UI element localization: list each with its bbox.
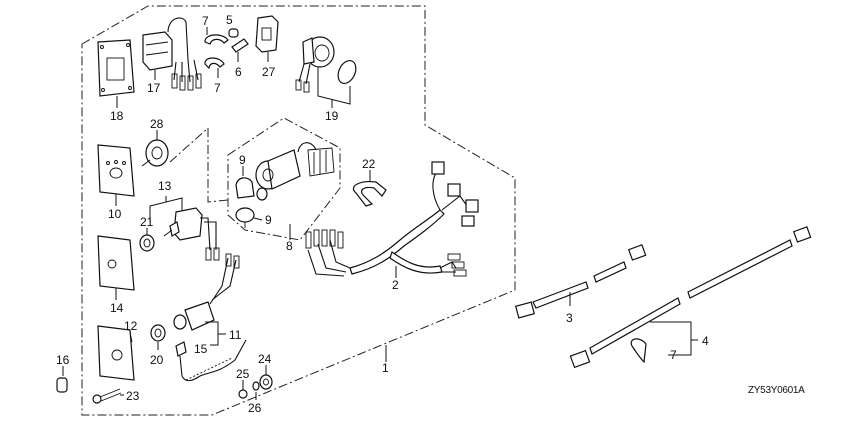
- reference-code: ZY53Y0601A: [748, 385, 805, 396]
- callout-17: 17: [147, 81, 161, 95]
- stop-switch-11: [173, 253, 240, 331]
- key-9-lower: [235, 207, 255, 228]
- ignition-switch-8: [255, 142, 335, 190]
- extension-cable-3: [514, 244, 647, 319]
- callout-10: 10: [108, 207, 122, 221]
- callout-16: 16: [56, 353, 70, 367]
- callout-9-upper: 9: [239, 153, 246, 167]
- nut-25: [238, 389, 248, 399]
- callout-11: 11: [229, 328, 242, 342]
- callout-5: 5: [226, 13, 233, 27]
- clamp-22: [352, 181, 387, 207]
- panel-plate-10: [97, 144, 135, 197]
- nut-20: [150, 324, 166, 342]
- callout-6: 6: [235, 65, 242, 79]
- callout-1: 1: [382, 361, 389, 375]
- callout-7-lower: 7: [214, 81, 221, 95]
- callout-24: 24: [258, 352, 272, 366]
- callout-20: 20: [150, 353, 164, 367]
- callout-18: 18: [110, 109, 124, 123]
- callout-27: 27: [262, 65, 276, 79]
- callout-7-cable: 7: [670, 348, 677, 362]
- screw-23: [92, 388, 122, 404]
- panel-plate-18: [97, 39, 135, 97]
- callout-7-upper: 7: [202, 14, 209, 28]
- clip-7-lower: [204, 57, 225, 70]
- callout-3: 3: [566, 311, 573, 325]
- callout-13: 13: [158, 179, 172, 193]
- washer-24: [259, 374, 273, 390]
- callout-12: 12: [124, 319, 138, 333]
- grommet-28: [145, 139, 169, 167]
- callout-19: 19: [325, 109, 339, 123]
- callout-9-lower: 9: [265, 213, 272, 227]
- washer-26: [252, 381, 260, 391]
- clip-16: [56, 377, 68, 393]
- pin-6: [231, 38, 249, 53]
- wire-harness-2: [305, 161, 479, 277]
- leader-28-to-switch: [169, 126, 229, 203]
- callout-4: 4: [702, 334, 709, 348]
- nut-21: [139, 234, 155, 252]
- callout-23: 23: [126, 389, 140, 403]
- callout-22: 22: [362, 157, 376, 171]
- bolt-5: [228, 28, 239, 38]
- clip-7-upper: [204, 34, 229, 45]
- lanyard-15: [175, 339, 247, 382]
- cover-27: [255, 15, 279, 53]
- callout-2: 2: [392, 278, 399, 292]
- extension-cable-4: [569, 226, 812, 369]
- key-9-upper: [235, 177, 268, 201]
- callout-26: 26: [248, 401, 262, 415]
- callout-28: 28: [150, 117, 164, 131]
- callout-25: 25: [236, 367, 250, 381]
- clip-7-cable: [630, 338, 647, 364]
- callout-8: 8: [286, 239, 293, 253]
- callout-14: 14: [110, 301, 124, 315]
- panel-plate-12: [97, 325, 135, 381]
- switch-housing-17: [142, 17, 202, 91]
- callout-21: 21: [140, 215, 154, 229]
- meter-19: [295, 36, 357, 93]
- callout-15: 15: [194, 342, 208, 356]
- panel-plate-14: [97, 235, 135, 291]
- assembly-boundary-8: [227, 117, 341, 241]
- toggle-switch-13: [163, 207, 220, 261]
